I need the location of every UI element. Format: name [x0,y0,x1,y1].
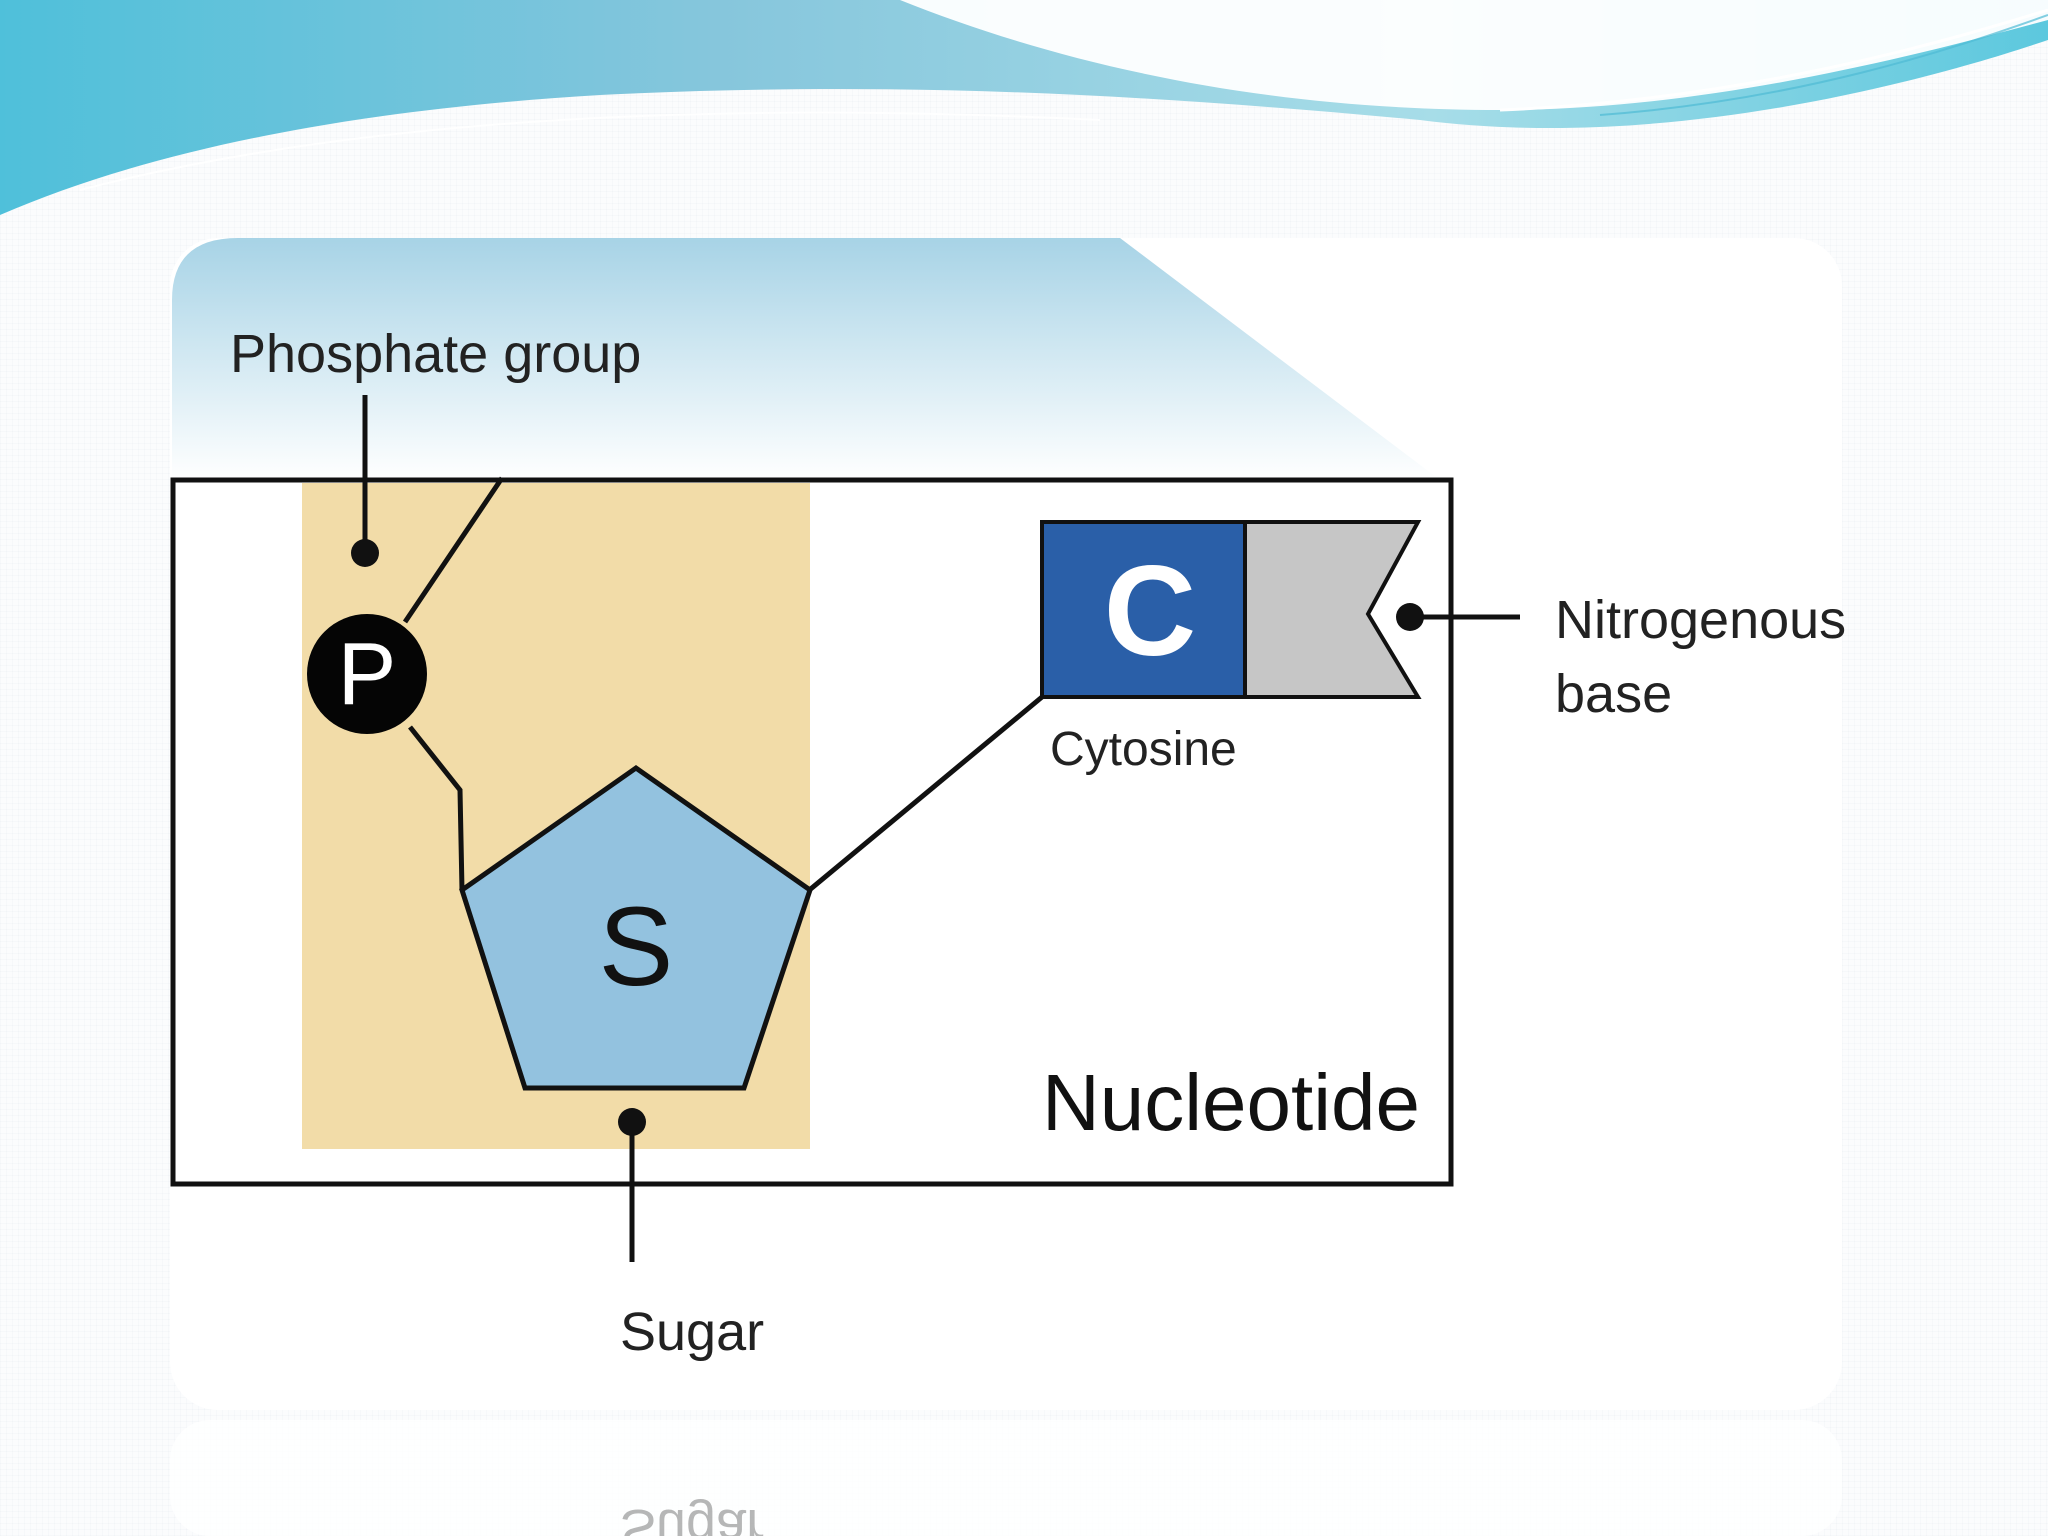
sugar-base-bond [805,695,1044,894]
sugar-symbol: S [599,884,674,1009]
nitrogenous-base-label-line1: Nitrogenous [1555,590,1846,650]
sugar-pentagon [459,764,813,1091]
sugar-leader-dot [618,1108,646,1136]
phosphate-group-label: Phosphate group [230,324,641,384]
base-tail [1243,520,1422,699]
nucleotide-label: Nucleotide [1042,1058,1420,1147]
phosphate-bond-line [402,476,505,624]
nitrogenous-base-label-line2: base [1555,664,1672,724]
phosphate-circle [307,614,427,734]
phosphate-sugar-bond [408,725,465,891]
cytosine-label: Cytosine [1050,723,1237,776]
base-c-block [1040,520,1247,699]
header-wave [0,0,2048,215]
base-leader-dot [1396,603,1424,631]
sugar-label: Sugar [620,1302,764,1362]
phosphate-symbol: P [338,624,397,723]
sugar-label-reflection: Sugar [620,1498,764,1536]
base-c-symbol: C [1104,540,1196,683]
phosphate-leader-dot [351,539,379,567]
